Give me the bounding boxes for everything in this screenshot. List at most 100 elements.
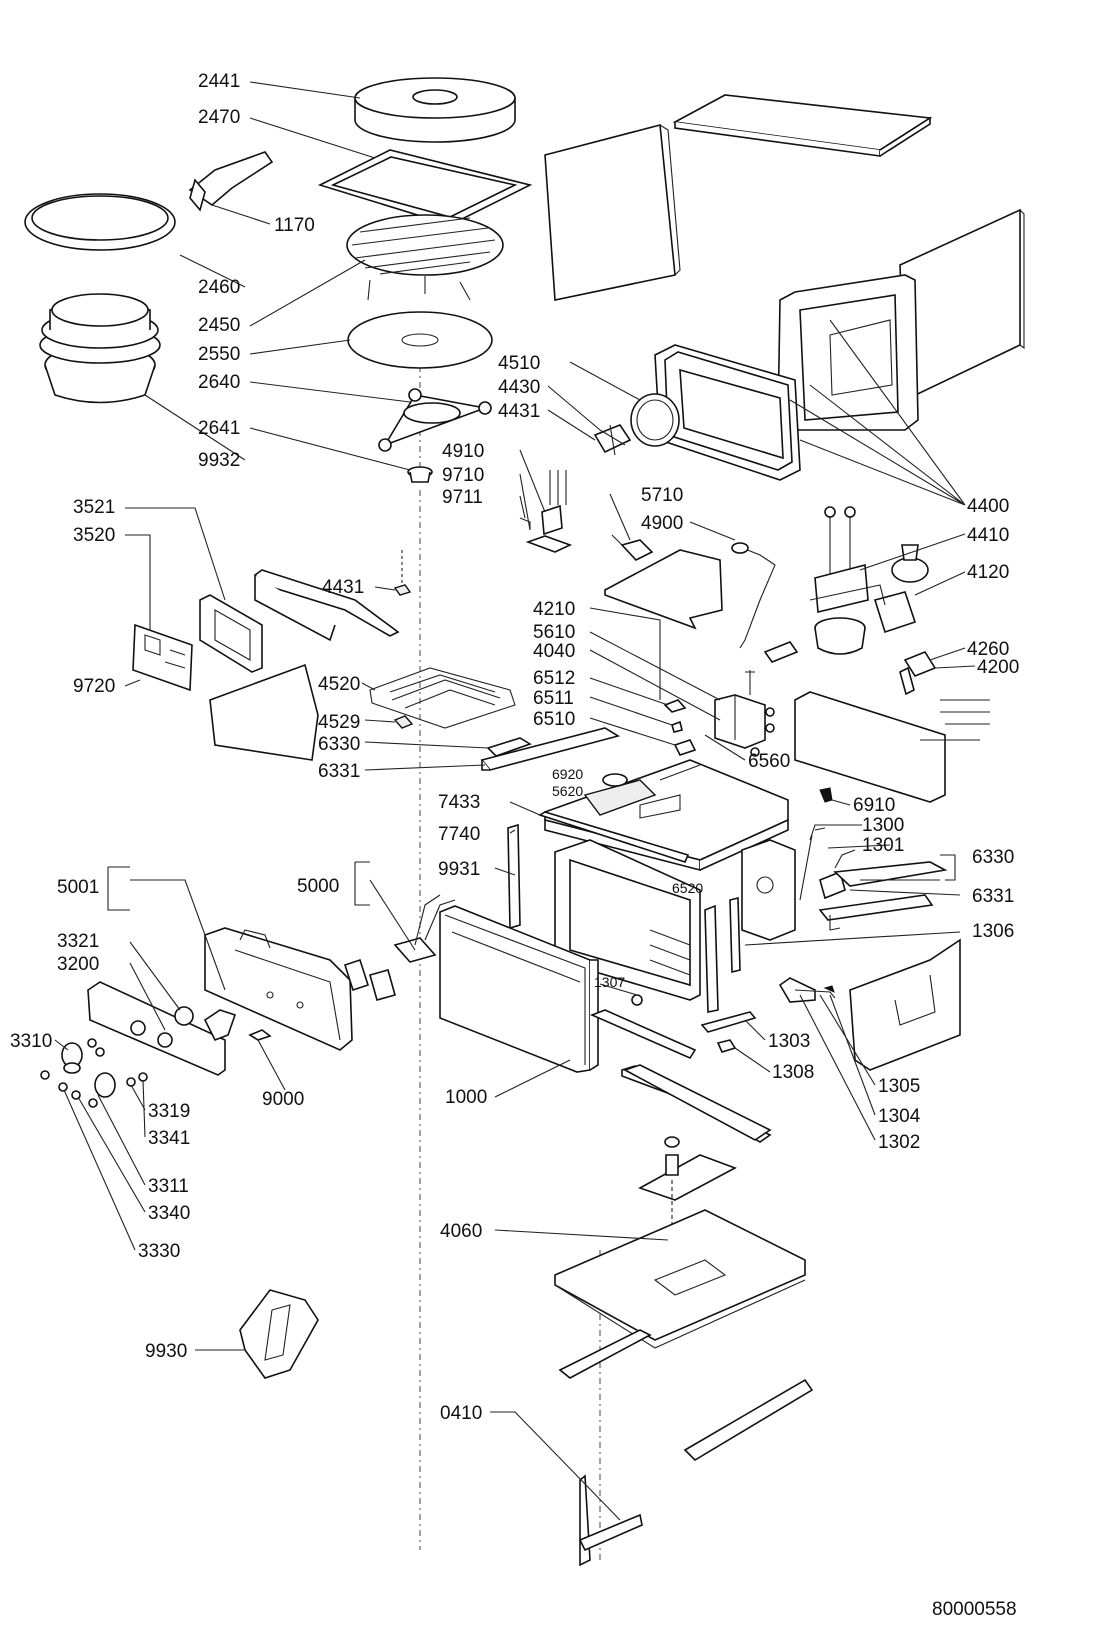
part-label-4431b: 4431 xyxy=(322,577,365,598)
front-strip-part xyxy=(538,811,690,863)
small-bracket-part xyxy=(819,787,833,803)
magnetron-assembly-part xyxy=(814,506,929,613)
right-strip-part xyxy=(704,896,741,1013)
part-label-6511: 6511 xyxy=(533,688,574,709)
foot-rail-part xyxy=(578,1474,643,1567)
fan-ring-part xyxy=(630,393,680,447)
part-label-1302: 1302 xyxy=(878,1132,921,1153)
control-relays-part xyxy=(343,894,456,1001)
control-housing-part xyxy=(204,927,353,1051)
document-reference-number: 80000558 xyxy=(932,1599,1017,1620)
part-label-4210: 4210 xyxy=(533,599,576,620)
knob-right-part xyxy=(94,1072,116,1098)
part-label-2470: 2470 xyxy=(198,107,241,128)
turntable-plate-part xyxy=(347,311,493,369)
part-label-1305: 1305 xyxy=(878,1076,921,1097)
part-label-9000: 9000 xyxy=(262,1089,305,1110)
thermostat-switches-part xyxy=(663,699,697,756)
part-label-6560: 6560 xyxy=(748,751,791,772)
control-fascia-part xyxy=(87,981,226,1076)
base-rail-part xyxy=(558,1329,814,1462)
grill-element-part xyxy=(369,667,516,729)
part-label-6920: 6920 xyxy=(552,766,584,782)
door-switch-assembly-part xyxy=(818,849,948,931)
part-label-2640: 2640 xyxy=(198,372,241,393)
part-label-3319: 3319 xyxy=(148,1101,191,1122)
part-label-2641: 2641 xyxy=(198,418,241,439)
cover-lid-part xyxy=(354,77,516,143)
grille-rack-part xyxy=(346,214,504,301)
part-label-4900: 4900 xyxy=(641,513,684,534)
part-label-3310: 3310 xyxy=(10,1031,53,1052)
part-label-1170: 1170 xyxy=(274,215,315,236)
part-label-4520: 4520 xyxy=(318,674,361,695)
upper-rail-part xyxy=(253,569,400,642)
lamp-part xyxy=(611,534,654,561)
part-label-7433: 7433 xyxy=(438,792,481,813)
part-label-5610: 5610 xyxy=(533,622,576,643)
part-label-4430: 4430 xyxy=(498,377,541,398)
part-label-6330b: 6330 xyxy=(972,847,1015,868)
knob-spindles-part xyxy=(40,1038,148,1108)
left-strip-part xyxy=(507,823,521,930)
part-label-6331a: 6331 xyxy=(318,761,361,782)
part-label-2460: 2460 xyxy=(198,277,241,298)
door-seal-frames-part xyxy=(654,344,801,481)
part-label-9710: 9710 xyxy=(442,465,485,486)
steamer-set-part xyxy=(39,293,161,404)
part-label-1301: 1301 xyxy=(862,835,905,856)
part-label-5001: 5001 xyxy=(57,877,100,898)
part-label-0410: 0410 xyxy=(440,1403,483,1424)
part-label-4410: 4410 xyxy=(967,525,1010,546)
part-label-4260: 4260 xyxy=(967,639,1010,660)
switch-bar-part xyxy=(480,727,621,771)
part-label-9932: 9932 xyxy=(198,450,241,471)
part-label-3330: 3330 xyxy=(138,1241,181,1262)
convection-fan-part xyxy=(593,424,632,456)
part-label-1306: 1306 xyxy=(972,921,1015,942)
door-hook-part xyxy=(700,1011,757,1053)
cooling-fan-part xyxy=(741,839,796,941)
part-label-3520: 3520 xyxy=(73,525,116,546)
microswitch-group-part xyxy=(519,470,573,553)
part-label-1303: 1303 xyxy=(768,1031,811,1052)
part-label-1000: 1000 xyxy=(445,1087,488,1108)
coupler-part xyxy=(407,466,433,483)
part-label-2550: 2550 xyxy=(198,344,241,365)
part-label-5710: 5710 xyxy=(641,485,684,506)
leader-lines xyxy=(54,81,976,1521)
capacitor-part xyxy=(763,641,799,663)
handle-tool-part xyxy=(188,151,274,212)
door-stand-part xyxy=(239,1289,319,1379)
part-label-6510: 6510 xyxy=(533,709,576,730)
switch-clip-part xyxy=(248,1029,272,1041)
part-label-5000: 5000 xyxy=(297,876,340,897)
part-label-6331b: 6331 xyxy=(972,886,1015,907)
air-duct-part xyxy=(604,542,776,649)
insulation-pad-left-part xyxy=(209,663,319,761)
rear-panel-part xyxy=(794,691,990,803)
part-label-9931: 9931 xyxy=(438,859,481,880)
part-label-4431a: 4431 xyxy=(498,401,541,422)
part-label-7740: 7740 xyxy=(438,824,481,845)
part-label-6512: 6512 xyxy=(533,668,576,689)
part-label-4910: 4910 xyxy=(442,441,485,462)
side-panel-left-part xyxy=(544,123,681,301)
part-label-3340: 3340 xyxy=(148,1203,191,1224)
part-label-1300: 1300 xyxy=(862,815,905,836)
part-label-9930: 9930 xyxy=(145,1341,188,1362)
control-pcb-part xyxy=(132,623,193,692)
square-tray-part xyxy=(317,149,533,226)
fuse-holder-part xyxy=(899,651,937,696)
side-panel-right-part xyxy=(899,208,1025,402)
part-label-2450: 2450 xyxy=(198,315,241,336)
part-label-6910: 6910 xyxy=(853,795,896,816)
insulation-pad-right-part xyxy=(849,938,961,1071)
part-label-3311: 3311 xyxy=(148,1176,189,1197)
part-label-6520: 6520 xyxy=(672,880,704,896)
part-label-4510: 4510 xyxy=(498,353,541,374)
part-label-3200: 3200 xyxy=(57,954,100,975)
small-clip-part xyxy=(393,550,412,596)
part-label-1304: 1304 xyxy=(878,1106,921,1127)
